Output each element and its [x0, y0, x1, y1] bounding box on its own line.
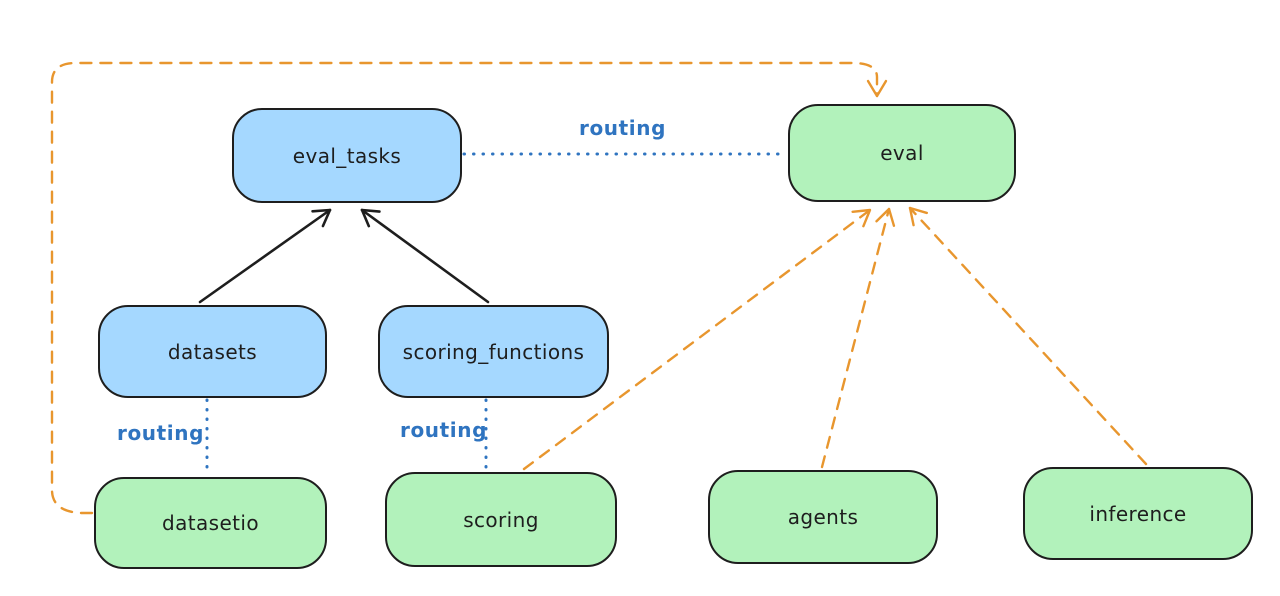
node-datasets: datasets	[98, 305, 327, 398]
edge-agents-to-eval	[820, 207, 896, 469]
edge-datasets-to-eval_tasks	[198, 208, 332, 304]
node-agents: agents	[708, 470, 938, 564]
node-datasetio: datasetio	[94, 477, 327, 569]
node-scoring_functions-label: scoring_functions	[402, 339, 585, 364]
node-scoring_functions: scoring_functions	[378, 305, 609, 398]
node-scoring-label: scoring	[463, 507, 539, 532]
edge-scoring_functions-to-eval_tasks	[360, 208, 490, 304]
routing-label-eval_tasks-eval: routing	[579, 116, 667, 140]
node-eval: eval	[788, 104, 1016, 202]
routing-label-scoring_functions-scoring: routing	[400, 418, 488, 442]
node-datasets-label: datasets	[167, 339, 258, 364]
edge-scoring-to-eval	[522, 208, 872, 471]
node-agents-label: agents	[787, 505, 859, 529]
edge-datasetio-to-eval	[50, 61, 888, 515]
node-eval_tasks: eval_tasks	[232, 108, 462, 203]
edge-inference-to-eval	[908, 206, 1148, 466]
node-datasetio-label: datasetio	[161, 511, 259, 535]
node-inference-label: inference	[1089, 501, 1187, 526]
node-scoring: scoring	[385, 472, 617, 567]
node-eval_tasks-label: eval_tasks	[292, 143, 402, 168]
routing-label-datasets-datasetio: routing	[117, 421, 205, 445]
node-inference: inference	[1023, 467, 1253, 560]
node-eval-label: eval	[880, 141, 924, 165]
